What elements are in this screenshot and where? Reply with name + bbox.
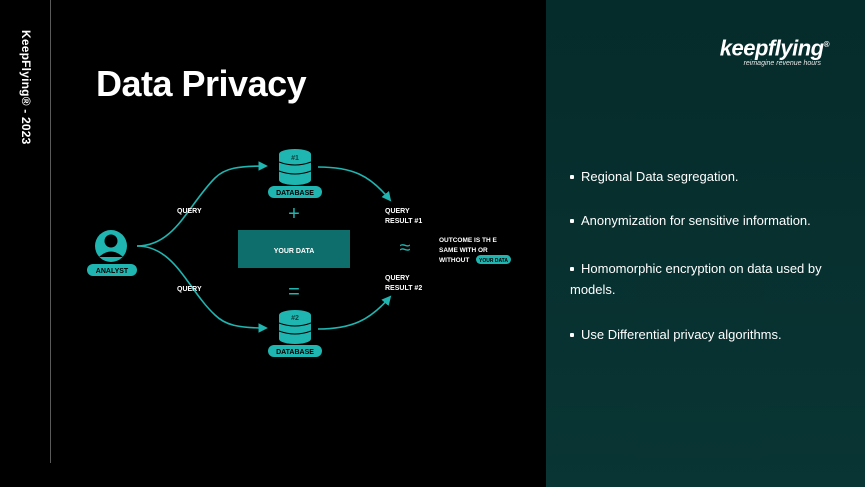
privacy-diagram: ANALYST QUERY QUERY #1 DATABASE #2 DATAB… (87, 149, 511, 357)
outcome-badge: YOUR DATA (479, 258, 508, 264)
bullet-text: Anonymization for sensitive information. (581, 213, 811, 228)
bullet-text: Homomorphic encryption on data used by m… (570, 261, 822, 297)
result1-line2: RESULT #1 (385, 218, 422, 225)
outcome-badge-bg (476, 255, 511, 264)
bullet-dot-icon (570, 266, 574, 271)
query-top-arrow (136, 161, 268, 247)
database-top-label-bg (268, 186, 322, 198)
query-bottom-label: QUERY (177, 286, 202, 293)
outcome-line2: SAME WITH OR (439, 247, 488, 254)
analyst-label-bg (87, 264, 137, 276)
page-title: Data Privacy (96, 63, 307, 104)
your-data-box (238, 230, 350, 268)
query-bottom-arrow (136, 245, 268, 333)
approx-sign: ≈ (400, 237, 411, 259)
database-bottom-label: DATABASE (276, 349, 314, 356)
database-bottom-id: #2 (291, 315, 299, 322)
result-bottom-arrow (317, 295, 392, 330)
right-panel (546, 0, 865, 487)
bullet-text: Regional Data segregation. (581, 169, 739, 184)
result2-line2: RESULT #2 (385, 285, 422, 292)
equals-sign: = (288, 281, 300, 303)
database-top-icon (278, 149, 312, 185)
logo: keepflying® reimagine revenue hours (719, 34, 830, 68)
database-bottom-icon (278, 310, 312, 344)
result-top-arrow (317, 166, 392, 202)
bullet-dot-icon (570, 218, 574, 223)
bullet-dot-icon (570, 174, 574, 179)
your-data-label: YOUR DATA (274, 248, 315, 255)
logo-reg: ® (823, 40, 830, 49)
outcome-line1: OUTCOME IS TH E (439, 237, 497, 244)
result1-line1: QUERY (385, 208, 410, 215)
result2-line1: QUERY (385, 275, 410, 282)
logo-tagline: reimagine revenue hours (743, 60, 821, 68)
bullet-item: Use Differential privacy algorithms. (570, 324, 850, 345)
logo-brand: keepflying (719, 35, 824, 61)
database-bottom-label-bg (268, 345, 322, 357)
bullet-dot-icon (570, 332, 574, 337)
database-top-label: DATABASE (276, 190, 314, 197)
query-top-label: QUERY (177, 208, 202, 215)
divider-line (50, 0, 51, 463)
bullet-item: Anonymization for sensitive information. (570, 210, 850, 231)
bullet-text: Use Differential privacy algorithms. (581, 327, 782, 342)
outcome-line3: WITHOUT (439, 257, 469, 264)
plus-sign: + (288, 203, 300, 225)
analyst-label: ANALYST (96, 268, 129, 275)
bullet-item: Regional Data segregation. (570, 166, 850, 187)
database-top-id: #1 (291, 155, 299, 162)
bullet-item: Homomorphic encryption on data used by m… (570, 258, 850, 300)
analyst-icon (95, 230, 127, 262)
